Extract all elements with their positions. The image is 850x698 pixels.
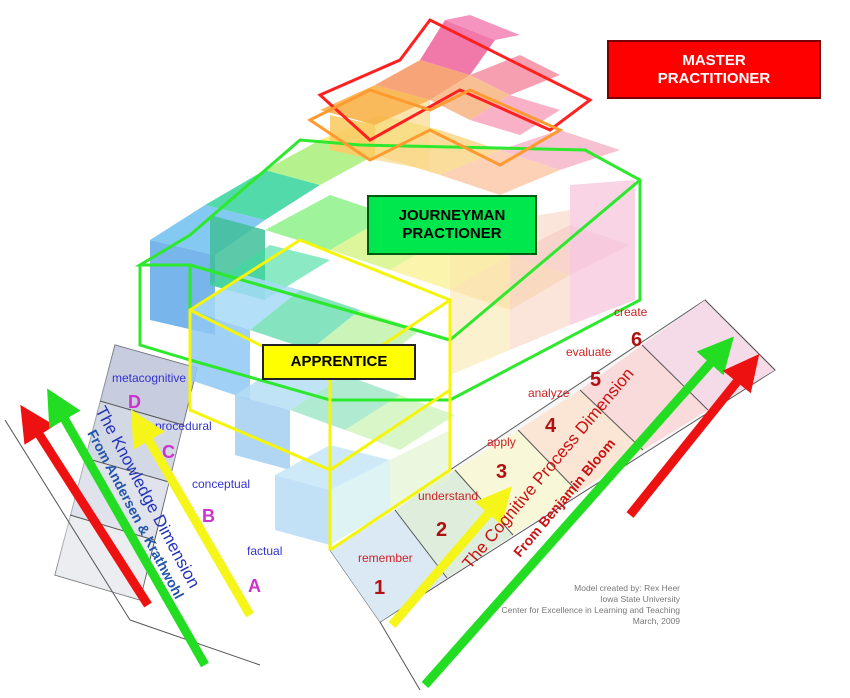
knowledge-letter-D: D (128, 392, 141, 412)
cognitive-label-remember: remember (358, 551, 413, 565)
cognitive-label-analyze: analyze (528, 386, 570, 400)
knowledge-letter-B: B (202, 506, 215, 526)
knowledge-letter-A: A (248, 576, 261, 596)
knowledge-label-conceptual: conceptual (192, 477, 250, 491)
arrows (20, 336, 760, 688)
cognitive-number-2: 2 (436, 519, 447, 541)
master-outline (307, 18, 593, 167)
knowledge-green-arrow (47, 388, 209, 668)
knowledge-label-factual: factual (247, 544, 282, 558)
knowledge-labels: metacognitive D procedural C conceptual … (112, 371, 282, 596)
cognitive-number-3: 3 (496, 461, 507, 483)
staircase-blocks (150, 15, 635, 545)
cognitive-label-evaluate: evaluate (566, 345, 612, 359)
cognitive-label-understand: understand (418, 489, 478, 503)
cognitive-number-5: 5 (590, 369, 601, 391)
credit-line: March, 2009 (632, 616, 680, 626)
cognitive-green-arrow (421, 336, 734, 688)
journeyman-practitioner-label: JOURNEYMAN PRACTIONER (367, 195, 537, 255)
cognitive-number-1: 1 (374, 577, 385, 599)
cognitive-label-create: create (614, 305, 648, 319)
cognitive-number-4: 4 (545, 415, 557, 437)
apprentice-outline (188, 238, 452, 552)
knowledge-label-metacognitive: metacognitive (112, 371, 186, 385)
cognitive-number-6: 6 (631, 329, 642, 351)
credit-line: Center for Excellence in Learning and Te… (501, 605, 680, 615)
model-credit: Model created by: Rex Heer Iowa State Un… (480, 583, 680, 627)
credit-line: Model created by: Rex Heer (574, 583, 680, 593)
cognitive-yellow-arrow (388, 486, 512, 628)
knowledge-letter-C: C (162, 442, 175, 462)
cognitive-red-arrow (626, 353, 760, 518)
cognitive-labels: remember 1 understand 2 apply 3 analyze … (358, 305, 648, 599)
knowledge-yellow-arrow (130, 409, 254, 618)
cognitive-label-apply: apply (487, 435, 516, 449)
credit-line: Iowa State University (600, 594, 680, 604)
master-practitioner-label: MASTER PRACTITIONER (607, 40, 821, 99)
knowledge-label-procedural: procedural (155, 419, 212, 433)
apprentice-label: APPRENTICE (262, 344, 416, 380)
knowledge-red-arrow (20, 404, 152, 608)
